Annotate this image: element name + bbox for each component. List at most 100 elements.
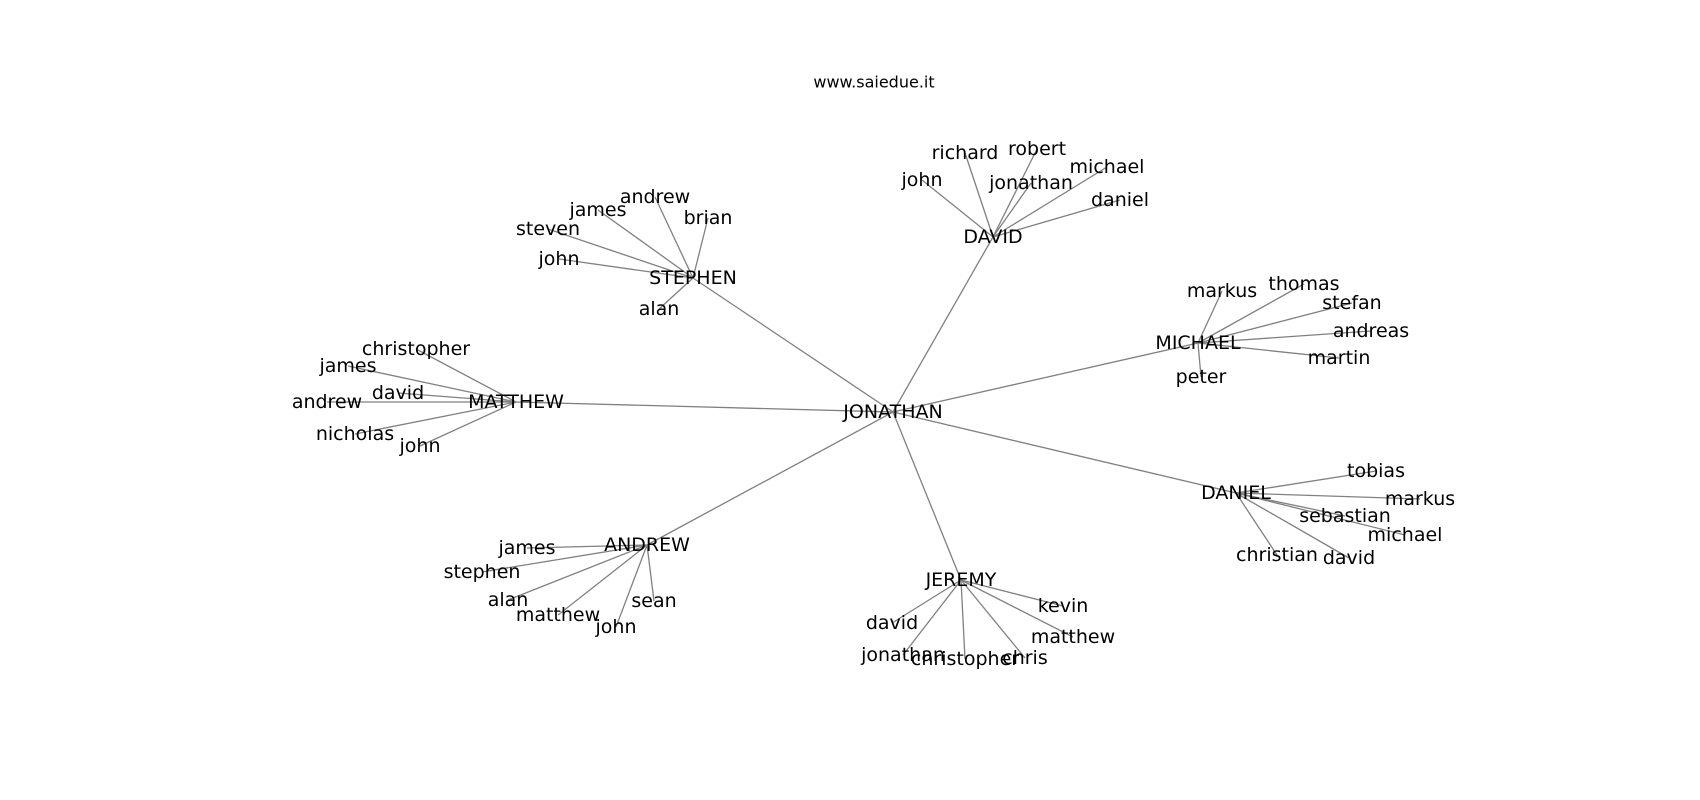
leaf-node-label: nicholas	[316, 423, 394, 445]
leaf-node-label: jonathan	[860, 644, 945, 666]
edge-hub-to-child	[558, 258, 694, 279]
edge-hub-to-child	[1197, 283, 1305, 344]
edge-hub-to-child	[557, 544, 648, 616]
leaf-node-label: james	[568, 199, 626, 221]
leaf-node-label: john	[399, 435, 441, 457]
hub-node-label: MICHAEL	[1155, 332, 1241, 354]
edge-hub-to-child	[481, 544, 648, 573]
leaf-node-label: alan	[488, 589, 529, 611]
leaf-node-label: david	[1323, 547, 1375, 569]
edge-hub-to-child	[1197, 342, 1340, 359]
leaf-node-label: james	[497, 537, 555, 559]
edge-hub-to-child	[960, 579, 1026, 659]
leaf-node-label: peter	[1176, 366, 1227, 388]
edge-hub-to-child	[419, 401, 517, 447]
leaf-node-label: stephen	[444, 561, 521, 583]
leaf-node-label: andreas	[1333, 320, 1409, 342]
leaf-node-label: david	[372, 382, 424, 404]
edge-center-to-hub	[646, 411, 894, 546]
edge-hub-to-child	[415, 348, 517, 403]
edge-hub-to-child	[992, 182, 1032, 238]
edge-center-to-hub	[515, 401, 894, 413]
leaf-node-label: matthew	[516, 604, 600, 626]
leaf-node-label: sean	[631, 590, 676, 612]
edge-hub-to-child	[654, 196, 694, 279]
edge-hub-to-child	[1197, 302, 1353, 344]
edge-hub-to-child	[692, 217, 709, 279]
edge-hub-to-child	[526, 544, 648, 549]
leaf-node-label: matthew	[1031, 626, 1115, 648]
edge-hub-to-child	[992, 199, 1121, 238]
watermark-text: www.saiedue.it	[813, 73, 934, 92]
leaf-node-label: markus	[1187, 280, 1257, 302]
edge-hub-to-child	[1235, 492, 1346, 517]
leaf-node-label: stefan	[1322, 292, 1381, 314]
edge-center-to-hub	[892, 236, 994, 413]
hub-node-label: JEREMY	[925, 569, 997, 591]
edge-hub-to-child	[992, 148, 1038, 238]
edge-center-to-hub	[892, 411, 962, 581]
center-node-label: JONATHAN	[842, 401, 942, 423]
leaf-node-label: christopher	[911, 648, 1019, 670]
leaf-node-label: christian	[1236, 544, 1318, 566]
edge-center-to-hub	[892, 411, 1237, 494]
edge-hub-to-child	[1235, 492, 1278, 556]
hub-node-label: DAVID	[963, 226, 1022, 248]
leaf-node-label: thomas	[1268, 273, 1339, 295]
edge-center-to-hub	[692, 277, 894, 413]
hub-node-label: MATTHEW	[468, 391, 564, 413]
leaf-node-label: andrew	[620, 186, 690, 208]
leaf-node-label: michael	[1368, 524, 1443, 546]
leaf-node-label: sebastian	[1299, 505, 1391, 527]
edge-hub-to-child	[507, 544, 648, 601]
leaf-node-label: david	[866, 612, 918, 634]
leaf-node-label: kevin	[1038, 595, 1089, 617]
hub-node-label: DANIEL	[1201, 482, 1271, 504]
edge-hub-to-child	[1235, 492, 1350, 559]
hub-node-label: STEPHEN	[649, 267, 737, 289]
leaf-node-label: daniel	[1091, 189, 1149, 211]
edge-hub-to-child	[1235, 492, 1421, 500]
leaf-node-label: jonathan	[988, 172, 1073, 194]
edge-hub-to-child	[964, 152, 994, 238]
leaf-node-label: james	[318, 355, 376, 377]
edge-hub-to-child	[891, 579, 962, 624]
edge-hub-to-child	[1197, 290, 1223, 344]
edge-hub-to-child	[615, 544, 648, 628]
leaf-node-label: robert	[1008, 138, 1066, 160]
edges-layer	[327, 148, 1421, 660]
edge-hub-to-child	[960, 579, 1074, 638]
edge-hub-to-child	[960, 579, 966, 660]
leaf-node-label: michael	[1070, 156, 1145, 178]
edge-hub-to-child	[1235, 470, 1377, 494]
edge-hub-to-child	[597, 209, 694, 279]
edge-hub-to-child	[397, 392, 517, 403]
edge-hub-to-child	[960, 579, 1064, 607]
edge-hub-to-child	[1197, 342, 1202, 378]
hub-node-label: ANDREW	[604, 534, 690, 556]
leaf-node-label: john	[901, 169, 943, 191]
leaf-node-label: andrew	[292, 391, 362, 413]
leaf-node-label: alan	[639, 298, 680, 320]
leaf-node-label: richard	[932, 142, 999, 164]
edge-hub-to-child	[1235, 492, 1406, 536]
edge-hub-to-child	[921, 179, 994, 238]
leaf-node-label: martin	[1308, 347, 1371, 369]
leaf-node-label: steven	[516, 218, 580, 240]
edge-center-to-hub	[892, 342, 1199, 413]
leaf-node-label: john	[538, 248, 580, 270]
edge-hub-to-child	[354, 401, 517, 435]
leaf-node-label: markus	[1385, 488, 1455, 510]
leaf-node-label: tobias	[1347, 460, 1405, 482]
edge-hub-to-child	[646, 544, 655, 602]
leaf-node-label: john	[595, 616, 637, 638]
leaf-node-label: brian	[684, 207, 733, 229]
edge-hub-to-child	[992, 166, 1108, 238]
leaf-node-label: chris	[1002, 647, 1047, 669]
edge-hub-to-child	[347, 365, 517, 403]
edge-hub-to-child	[902, 579, 962, 656]
edge-hub-to-child	[1197, 330, 1372, 344]
edge-hub-to-child	[547, 228, 694, 279]
